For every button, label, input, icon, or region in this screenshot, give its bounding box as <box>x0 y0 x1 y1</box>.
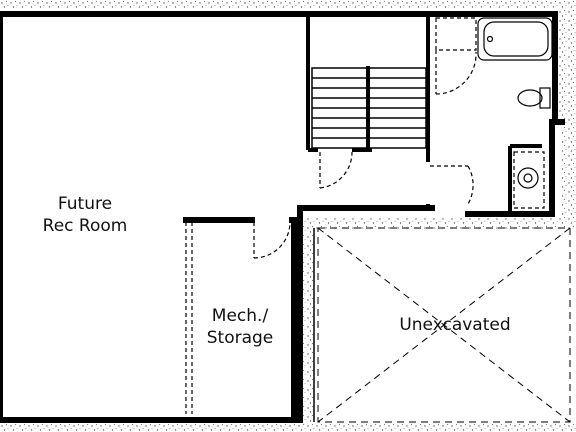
bathroom-fixtures <box>435 17 553 209</box>
room-label-line: Mech./ <box>211 306 269 326</box>
walls <box>0 11 565 423</box>
stairs <box>311 67 427 149</box>
room-label-mech-storage: Mech./ Storage <box>194 305 286 349</box>
unexcavated-area <box>317 227 571 423</box>
door-swings <box>185 151 474 414</box>
interior-walls <box>306 16 542 212</box>
room-label-line: Future <box>57 194 113 214</box>
room-label-line: Rec Room <box>42 216 128 236</box>
room-label-unexcavated: Unexcavated <box>380 314 530 336</box>
room-label-future-rec-room: Future Rec Room <box>18 193 152 237</box>
room-label-line: Unexcavated <box>399 315 511 335</box>
room-label-line: Storage <box>206 328 274 348</box>
